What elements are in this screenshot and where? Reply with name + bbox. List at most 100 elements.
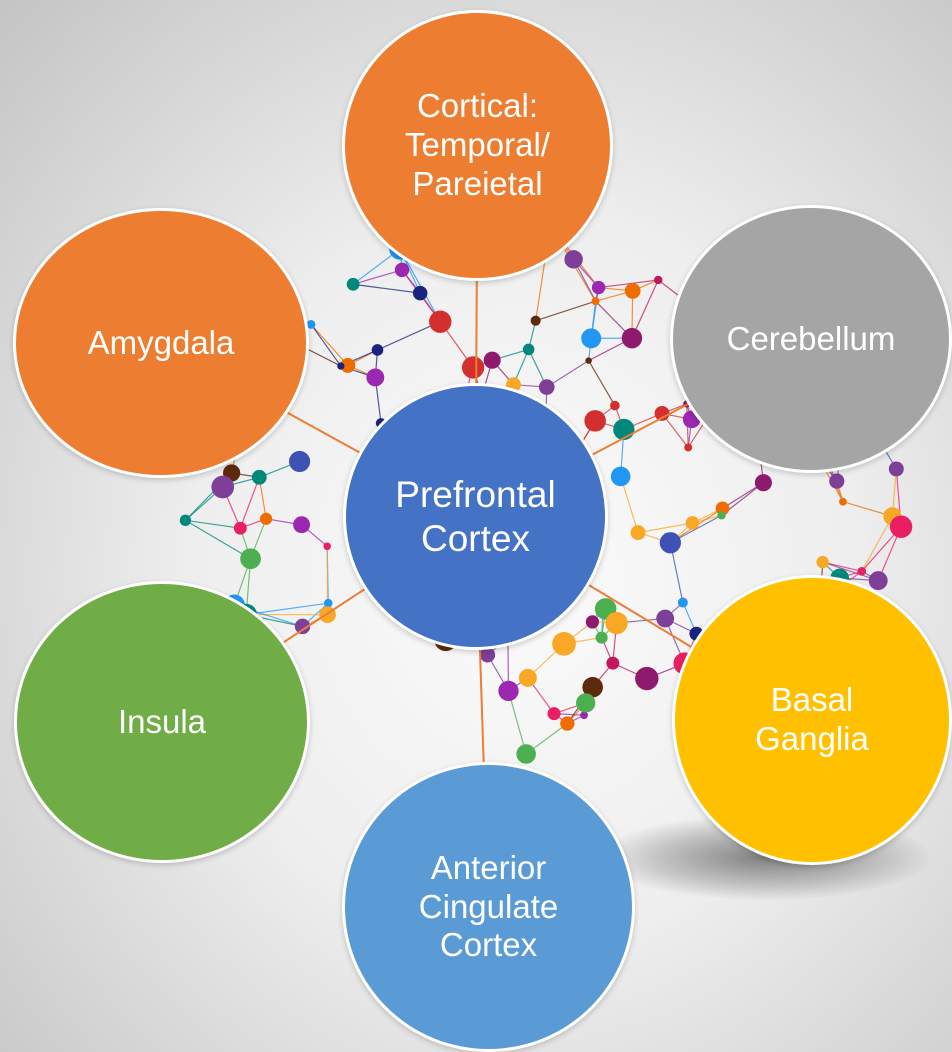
network-edge — [310, 323, 349, 366]
network-dot — [585, 357, 592, 364]
network-dot — [233, 521, 247, 535]
network-edge — [239, 477, 260, 529]
network-edge — [352, 269, 403, 285]
node-label-line: Cortex — [421, 517, 530, 559]
network-edge — [546, 360, 589, 388]
network-dot — [179, 514, 192, 526]
network-dot — [591, 297, 600, 306]
network-dot — [530, 315, 541, 326]
network-dot — [289, 450, 311, 473]
network-dot — [293, 516, 311, 534]
network-edge — [185, 519, 241, 529]
node-label-line: Anterior — [430, 848, 547, 886]
network-dot — [560, 716, 575, 731]
node-cortical-temporal-parietal: Cortical: Temporal/ Pareietal — [342, 10, 613, 281]
network-dot — [591, 280, 606, 295]
network-dot — [610, 400, 620, 411]
network-dot — [498, 680, 519, 702]
network-dot — [483, 351, 501, 369]
network-dot — [816, 555, 829, 569]
node-insula: Insula — [14, 581, 310, 863]
node-anterior-cingulate-cortex: Anterior Cingulate Cortex — [342, 762, 635, 1052]
node-label-line: Basal — [770, 681, 854, 719]
node-label-line: Pareietal — [412, 164, 543, 202]
network-edge — [353, 283, 421, 294]
network-dot — [630, 525, 646, 541]
node-label-line: Cortical: — [416, 87, 538, 125]
network-dot — [346, 277, 360, 291]
network-dot — [585, 615, 600, 629]
network-dot — [685, 516, 700, 530]
node-prefrontal-cortex: Prefrontal Cortex — [343, 383, 608, 650]
network-dot — [656, 609, 675, 628]
network-edge — [822, 561, 862, 572]
node-label-line: Amygdala — [87, 323, 235, 361]
network-dot — [684, 443, 693, 452]
node-basal-ganglia: Basal Ganglia — [672, 575, 952, 865]
node-cerebellum: Cerebellum — [670, 205, 952, 473]
network-dot — [715, 501, 730, 516]
network-dot — [576, 693, 596, 713]
node-label-line: Insula — [117, 702, 207, 740]
network-dot — [754, 474, 772, 492]
network-dot — [595, 631, 608, 644]
network-dot — [659, 532, 681, 554]
network-dot — [606, 656, 620, 670]
network-dot — [522, 343, 535, 356]
network-dot — [323, 598, 333, 608]
network-dot — [677, 597, 688, 608]
network-dot — [340, 357, 356, 373]
network-dot — [621, 327, 643, 349]
network-dot — [654, 405, 670, 421]
network-edge — [588, 360, 616, 406]
network-dot — [516, 744, 536, 764]
node-label-line: Cortex — [439, 926, 538, 964]
network-dot — [839, 497, 847, 506]
node-label-line: Prefrontal — [395, 473, 556, 515]
network-dot — [857, 567, 867, 576]
network-edge — [535, 300, 596, 322]
network-dot — [479, 647, 496, 663]
network-dot — [654, 275, 663, 285]
node-label-line: Ganglia — [755, 720, 869, 757]
network-dot — [624, 283, 641, 299]
network-dot — [717, 511, 726, 520]
network-edge — [637, 522, 693, 534]
network-edge — [631, 279, 659, 339]
network-dot — [581, 328, 602, 349]
network-edge — [507, 690, 527, 755]
network-dot — [610, 466, 631, 487]
node-amygdala: Amygdala — [13, 208, 309, 478]
network-dot — [394, 262, 410, 278]
network-dot — [461, 356, 485, 379]
network-edge — [185, 519, 251, 560]
network-dot — [240, 548, 261, 570]
network-dot — [306, 319, 316, 329]
network-edge — [377, 321, 441, 351]
network-edge — [620, 476, 639, 533]
network-edge — [310, 323, 342, 367]
network-dot — [211, 475, 235, 499]
network-dot — [294, 618, 311, 635]
network-dot — [337, 362, 345, 370]
network-dot — [868, 571, 888, 591]
network-dot — [552, 631, 576, 656]
network-dot — [889, 515, 913, 538]
network-dot — [259, 512, 273, 525]
network-dot — [371, 344, 384, 356]
network-edge — [861, 516, 893, 572]
network-edge — [822, 561, 879, 582]
network-dot — [635, 666, 659, 691]
network-dot — [518, 668, 537, 687]
network-dot — [547, 707, 561, 721]
node-label-line: Cingulate — [418, 887, 559, 925]
network-dot — [323, 542, 331, 551]
network-dot — [582, 676, 603, 698]
network-edge — [598, 279, 659, 289]
network-dot — [580, 711, 588, 720]
network-dot — [366, 368, 385, 387]
network-dot — [584, 410, 606, 432]
network-dot — [538, 379, 555, 395]
node-label-line: Temporal/ — [405, 126, 550, 164]
network-dot — [429, 310, 452, 333]
